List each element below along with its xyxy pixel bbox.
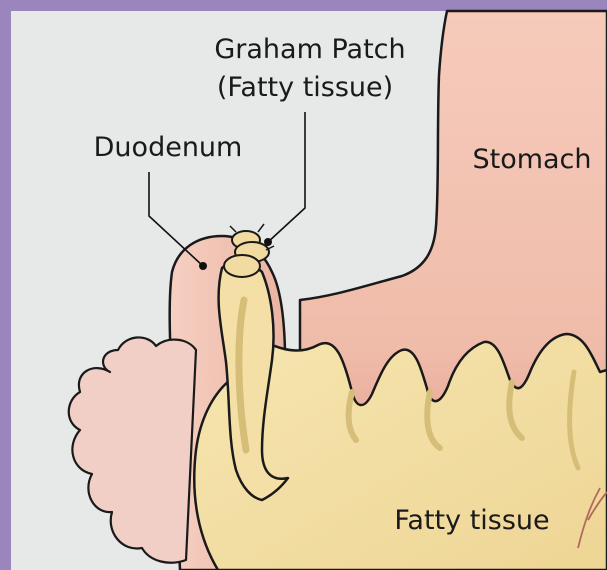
label-duodenum: Duodenum [94,132,243,163]
label-fatty-tissue: Fatty tissue [394,505,549,536]
label-graham-patch-line2: (Fatty tissue) [217,72,393,103]
label-graham-patch-line1: Graham Patch [214,34,405,65]
label-stomach: Stomach [472,144,591,175]
duodenum-pointer-dot [199,262,207,270]
graham-patch-pointer-dot [264,238,272,246]
